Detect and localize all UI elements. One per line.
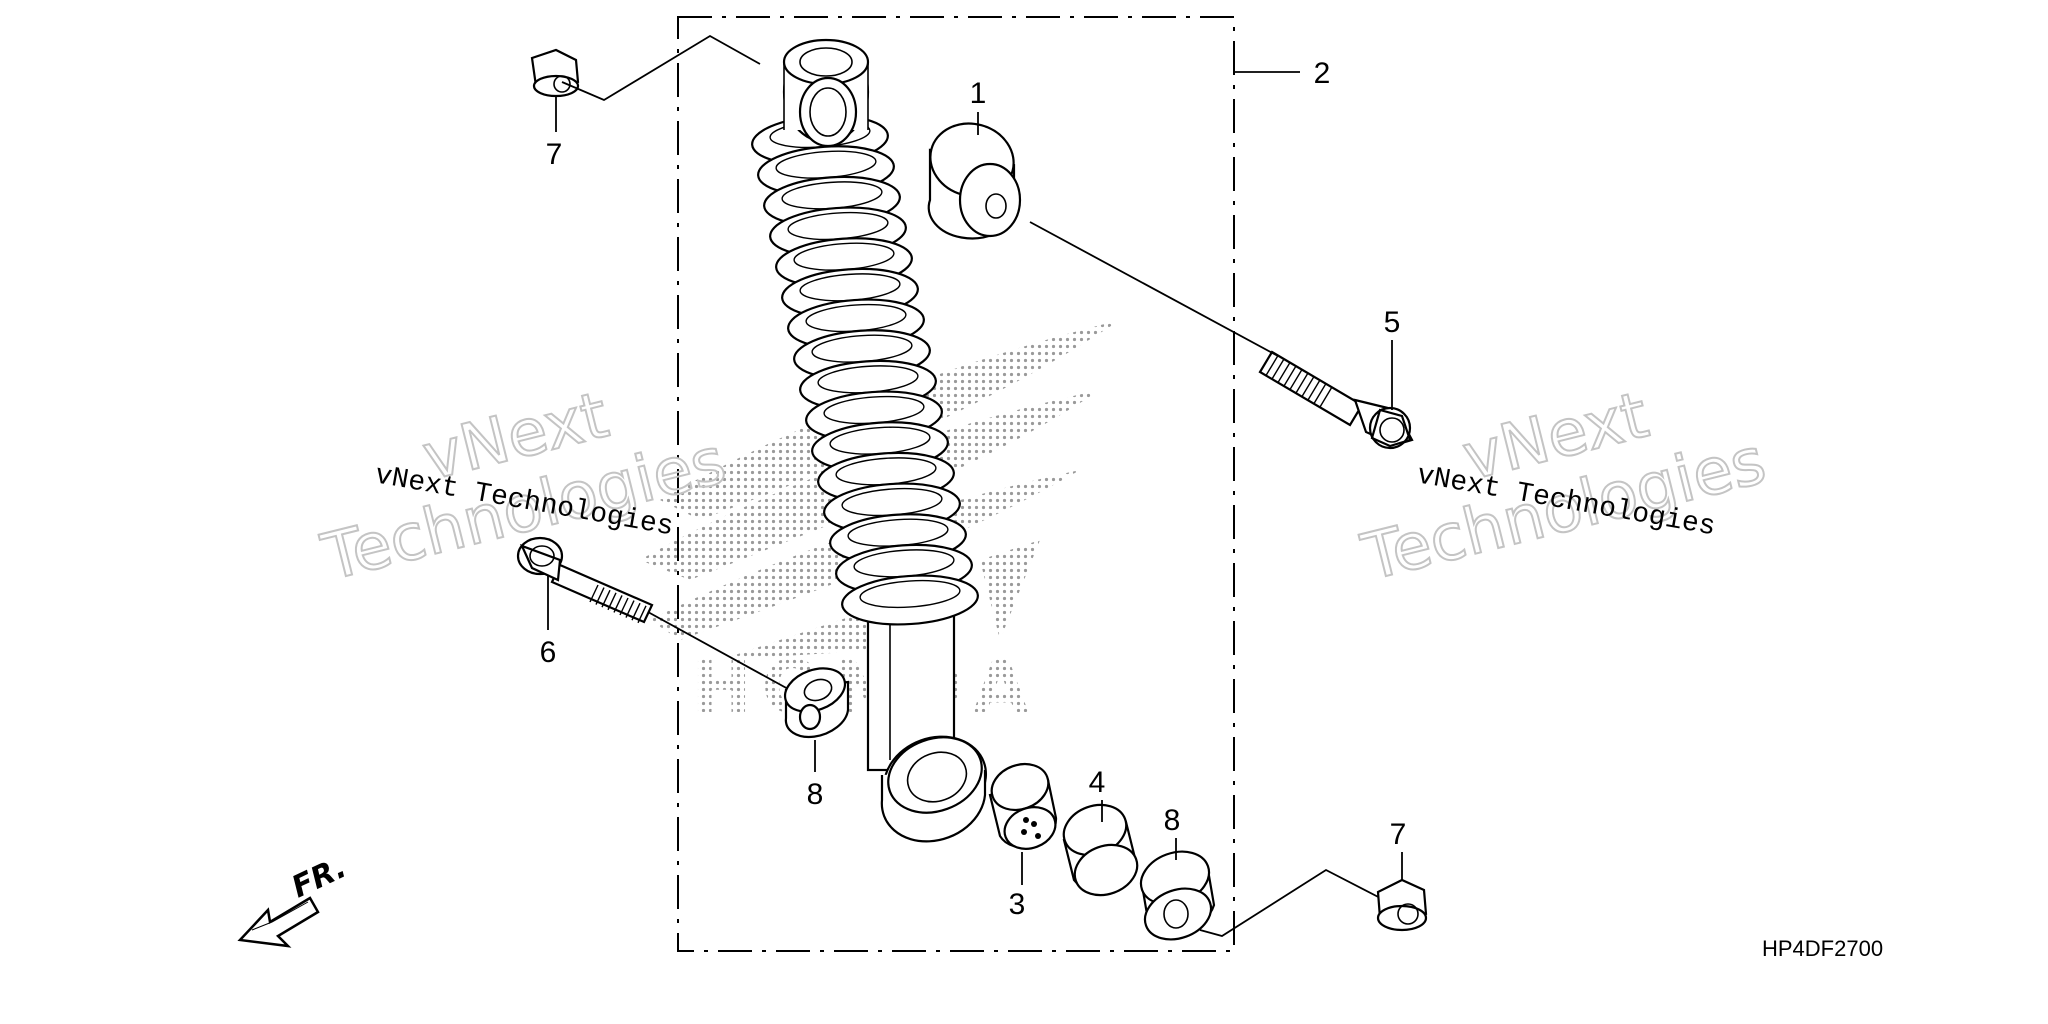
callout-1: 1	[970, 77, 987, 110]
leader-line-bolt6-washer	[647, 611, 791, 691]
bolt-thread	[1313, 383, 1327, 404]
lower-bolt	[516, 536, 654, 624]
front-direction-arrow-icon	[237, 896, 320, 948]
upper-bushing	[927, 122, 1022, 240]
bolt-thread	[1271, 358, 1285, 380]
callout-7-top: 7	[546, 138, 563, 171]
leader-line-bushing-bolt	[1029, 221, 1279, 357]
assembly-bracket	[677, 16, 1235, 952]
bolt-thread	[601, 589, 611, 608]
bolt-thread	[1289, 369, 1303, 390]
callout-5: 5	[1384, 306, 1401, 339]
bolt-thread	[589, 584, 599, 603]
bolt-thread	[607, 592, 617, 611]
bolt-thread	[1265, 355, 1279, 376]
washer-right	[1139, 850, 1216, 941]
bolt-thread	[631, 602, 641, 621]
callout-3: 3	[1009, 888, 1026, 921]
bolt-thread	[1295, 372, 1309, 394]
spring-coil	[841, 574, 979, 626]
bolt-thread	[595, 587, 605, 605]
bolt-thread	[1319, 386, 1333, 408]
bolt-thread	[1301, 376, 1315, 397]
diagram-code: HP4DF2700	[1762, 936, 1883, 961]
callout-7-bottom: 7	[1390, 818, 1407, 851]
lower-collar	[988, 762, 1058, 850]
bolt-thread	[1283, 365, 1297, 387]
leader-line-7-top	[561, 34, 761, 102]
bolt-thread	[613, 595, 623, 613]
sleeve	[1062, 803, 1139, 897]
bolt-thread	[637, 605, 647, 624]
spring-coil-inner	[859, 579, 961, 609]
shock-absorber	[751, 38, 988, 843]
front-direction-label: FR.	[287, 850, 352, 905]
bolt-thread	[1307, 379, 1321, 401]
callout-6: 6	[540, 636, 557, 669]
nut-top	[530, 48, 580, 98]
nut-bottom	[1376, 878, 1428, 932]
upper-bolt	[1258, 350, 1414, 450]
leader-line-7-bottom	[1199, 868, 1389, 937]
washer-left	[783, 667, 850, 739]
honda-logo-text: HONDA	[691, 645, 1038, 729]
callout-4: 4	[1089, 766, 1106, 799]
bolt-thread	[1259, 351, 1273, 373]
bolt-thread	[625, 600, 635, 618]
callout-2: 2	[1314, 57, 1331, 90]
bolt-thread	[619, 597, 629, 616]
callout-8-right: 8	[1164, 804, 1181, 837]
bolt-thread	[1277, 362, 1291, 383]
callout-8-left: 8	[807, 778, 824, 811]
